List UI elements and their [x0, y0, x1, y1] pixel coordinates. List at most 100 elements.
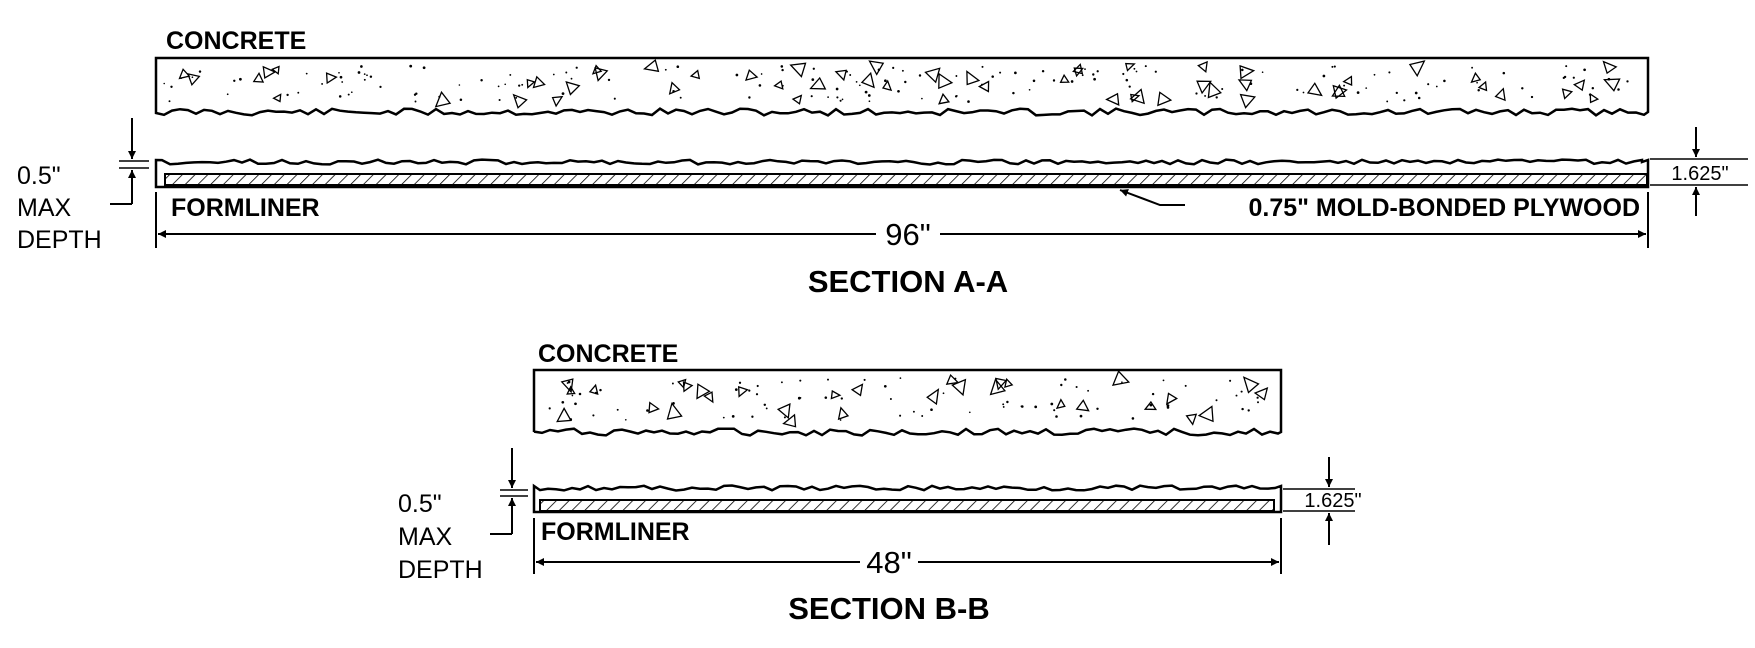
aggregate-speck [422, 66, 426, 70]
aggregate-speck [672, 90, 675, 93]
aggregate-stone [1075, 399, 1090, 412]
aggregate-speck [1591, 86, 1595, 90]
aggregate-speck [297, 91, 300, 94]
aggregate-speck [840, 397, 843, 400]
aggregate-stone [1197, 60, 1208, 74]
aggregate-speck [1012, 91, 1015, 95]
aggregate-speck [1241, 68, 1244, 72]
aggregate-speck [163, 82, 165, 85]
aggregate-speck [521, 83, 524, 86]
aggregate-speck [892, 66, 895, 69]
section-b-depth-line-3: DEPTH [398, 556, 483, 584]
aggregate-speck [1053, 409, 1056, 412]
section-a-plywood [164, 173, 1648, 186]
aggregate-speck [1365, 87, 1368, 89]
aggregate-speck [286, 93, 289, 97]
aggregate-speck [734, 388, 738, 391]
aggregate-speck [783, 416, 786, 419]
aggregate-speck [357, 71, 361, 74]
section-b-thickness-label: 1.625" [1304, 490, 1361, 512]
aggregate-speck [748, 96, 751, 99]
aggregate-speck [1052, 79, 1056, 82]
aggregate-speck [1002, 405, 1005, 408]
aggregate-speck [497, 85, 500, 88]
aggregate-speck [664, 68, 667, 71]
aggregate-speck [884, 79, 887, 83]
aggregate-stone [1143, 400, 1158, 411]
aggregate-speck [1476, 81, 1478, 84]
aggregate-speck [999, 71, 1002, 74]
aggregate-stone [703, 391, 714, 404]
aggregate-speck [1096, 407, 1099, 411]
aggregate-stone [773, 79, 784, 90]
aggregate-stone [551, 95, 564, 108]
aggregate-speck [1617, 88, 1620, 91]
aggregate-stone [696, 383, 711, 400]
aggregate-stone [1111, 370, 1131, 386]
aggregate-speck [1443, 79, 1446, 83]
aggregate-speck [855, 81, 858, 83]
aggregate-stone [945, 373, 960, 386]
aggregate-stone [556, 407, 572, 423]
aggregate-stone [262, 65, 277, 79]
aggregate-speck [1386, 100, 1389, 103]
section-a-depth-line-2: MAX [17, 194, 72, 222]
aggregate-speck [751, 415, 754, 418]
aggregate-speck [930, 408, 933, 412]
aggregate-speck [613, 97, 616, 100]
aggregate-speck [1131, 417, 1135, 420]
aggregate-speck [824, 396, 828, 399]
aggregate-speck [1028, 88, 1031, 91]
aggregate-stone [272, 93, 282, 103]
aggregate-speck [904, 80, 907, 84]
aggregate-speck [827, 378, 829, 381]
aggregate-speck [198, 70, 202, 73]
aggregate-speck [616, 408, 619, 411]
aggregate-speck [1247, 409, 1250, 412]
aggregate-speck [338, 71, 340, 74]
aggregate-speck [1435, 85, 1438, 88]
aggregate-stone [566, 385, 576, 395]
aggregate-speck [574, 402, 577, 406]
aggregate-speck [1373, 73, 1376, 76]
aggregate-speck [1572, 76, 1575, 79]
section-a-title: SECTION A-A [808, 264, 1008, 299]
aggregate-speck [1562, 76, 1565, 80]
aggregate-stone [924, 67, 941, 84]
aggregate-speck [954, 95, 958, 98]
aggregate-stone [1004, 377, 1014, 389]
aggregate-speck [676, 65, 680, 69]
aggregate-stone [1342, 75, 1353, 86]
aggregate-speck [1092, 73, 1095, 76]
section-a-plywood-label: 0.75" MOLD-BONDED PLYWOOD [1248, 194, 1640, 222]
aggregate-speck [672, 402, 675, 405]
aggregate-speck [552, 73, 555, 76]
aggregate-speck [1471, 66, 1474, 69]
aggregate-speck [1333, 65, 1336, 68]
aggregate-speck [458, 84, 461, 86]
aggregate-stone [1477, 80, 1488, 92]
aggregate-stone [560, 378, 574, 394]
aggregate-stone [325, 72, 338, 85]
aggregate-stone [594, 67, 609, 82]
aggregate-speck [799, 379, 802, 382]
aggregate-speck [438, 95, 441, 98]
aggregate-speck [722, 416, 725, 419]
aggregate-speck [1060, 383, 1063, 387]
aggregate-speck [758, 84, 762, 87]
aggregate-speck [899, 377, 902, 379]
aggregate-speck [858, 84, 861, 87]
aggregate-speck [812, 67, 815, 70]
aggregate-speck [810, 95, 813, 98]
aggregate-stone [1602, 60, 1618, 75]
section-a-concrete-label: CONCRETE [166, 27, 306, 55]
aggregate-speck [338, 95, 342, 98]
aggregate-speck [1034, 405, 1038, 409]
aggregate-stone [186, 73, 201, 87]
aggregate-stone [1129, 93, 1141, 103]
aggregate-speck [1050, 402, 1054, 406]
aggregate-speck [607, 78, 611, 82]
aggregate-stone [1073, 67, 1085, 78]
aggregate-speck [1322, 74, 1326, 78]
aggregate-speck [811, 78, 815, 81]
